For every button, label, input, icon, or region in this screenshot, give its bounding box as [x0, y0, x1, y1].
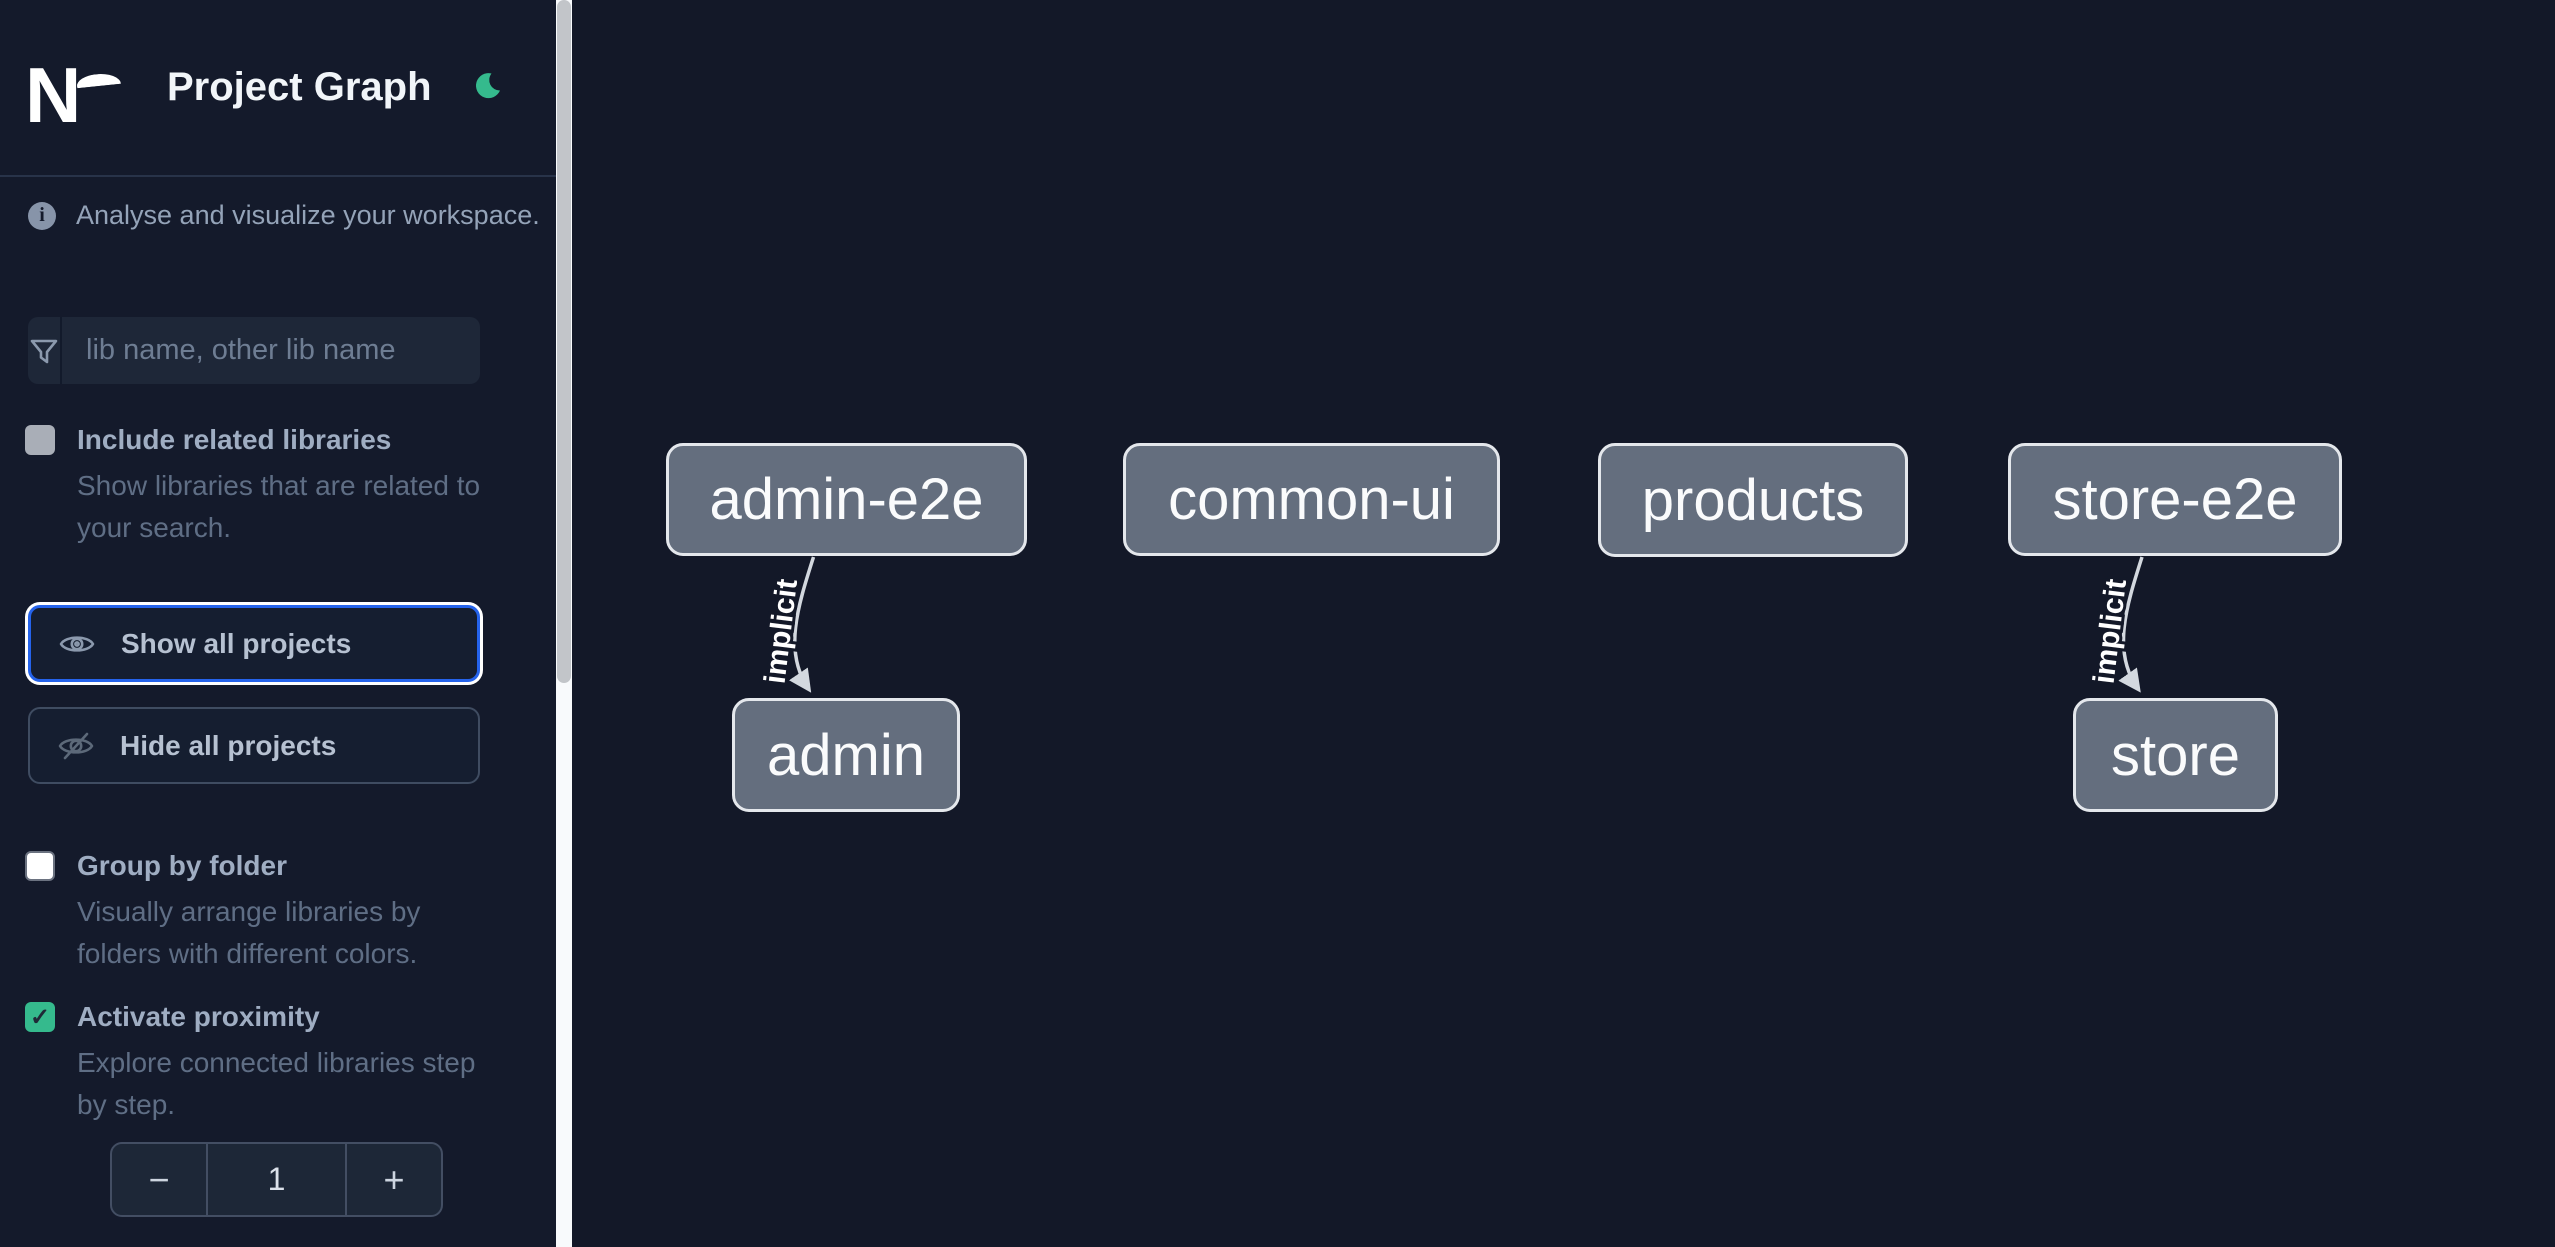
page-title: Project Graph [167, 65, 432, 109]
sidebar-scrollbar-thumb[interactable] [557, 0, 571, 683]
group-by-folder-label: Group by folder [77, 850, 287, 881]
funnel-icon [28, 317, 62, 384]
show-all-projects-label: Show all projects [121, 627, 352, 659]
graph-node-common-ui[interactable]: common-ui [1123, 443, 1500, 556]
hide-all-projects-button[interactable]: Hide all projects [28, 707, 480, 784]
nx-logo: N [25, 51, 123, 139]
graph-edge-admin-e2e-admin[interactable] [789, 556, 816, 693]
activate-proximity-description: Explore connected libraries step by step… [77, 1047, 476, 1120]
moon-icon [475, 73, 500, 99]
proximity-increment-button[interactable]: + [345, 1144, 441, 1215]
proximity-stepper: − 1 + [110, 1142, 443, 1217]
filter-box [28, 317, 480, 384]
proximity-value: 1 [267, 1161, 286, 1197]
group-by-folder-description: Visually arrange libraries by folders wi… [77, 896, 421, 969]
hide-all-projects-label: Hide all projects [120, 729, 337, 761]
info-icon: i [28, 201, 56, 230]
eye-off-icon [58, 732, 94, 759]
nx-logo-letter: N [25, 50, 81, 139]
activate-proximity-option: ✓ Activate proximity Explore connected l… [25, 1000, 505, 1126]
workspace-info: i Analyse and visualize your workspace. [28, 200, 540, 231]
graph-node-admin[interactable]: admin [732, 698, 960, 812]
graph-edge-store-e2e-store[interactable] [2118, 556, 2144, 693]
graph-node-admin-e2e[interactable]: admin-e2e [666, 443, 1027, 556]
group-by-folder-option: Group by folder Visually arrange librari… [25, 849, 505, 975]
proximity-decrement-button[interactable]: − [112, 1144, 208, 1215]
group-by-folder-checkbox[interactable] [25, 851, 55, 881]
include-related-description: Show libraries that are related to your … [77, 470, 481, 543]
theme-toggle-button[interactable] [468, 70, 502, 104]
graph-node-store[interactable]: store [2073, 698, 2278, 812]
activate-proximity-checkbox[interactable]: ✓ [25, 1002, 55, 1032]
graph-node-store-e2e[interactable]: store-e2e [2008, 443, 2342, 556]
sidebar-scrollbar[interactable] [556, 0, 572, 1247]
sidebar-header: N Project Graph [0, 0, 556, 177]
include-related-option: Include related libraries Show libraries… [25, 423, 505, 549]
filter-input[interactable] [62, 317, 480, 384]
activate-proximity-label: Activate proximity [77, 1001, 320, 1032]
include-related-checkbox[interactable] [25, 425, 55, 455]
workspace-info-text: Analyse and visualize your workspace. [76, 200, 540, 230]
sidebar: N Project Graph i Analyse and visualize … [0, 0, 556, 1247]
include-related-label: Include related libraries [77, 424, 392, 455]
graph-node-products[interactable]: products [1598, 443, 1908, 557]
show-all-projects-button[interactable]: Show all projects [28, 605, 480, 682]
eye-icon [59, 635, 95, 652]
